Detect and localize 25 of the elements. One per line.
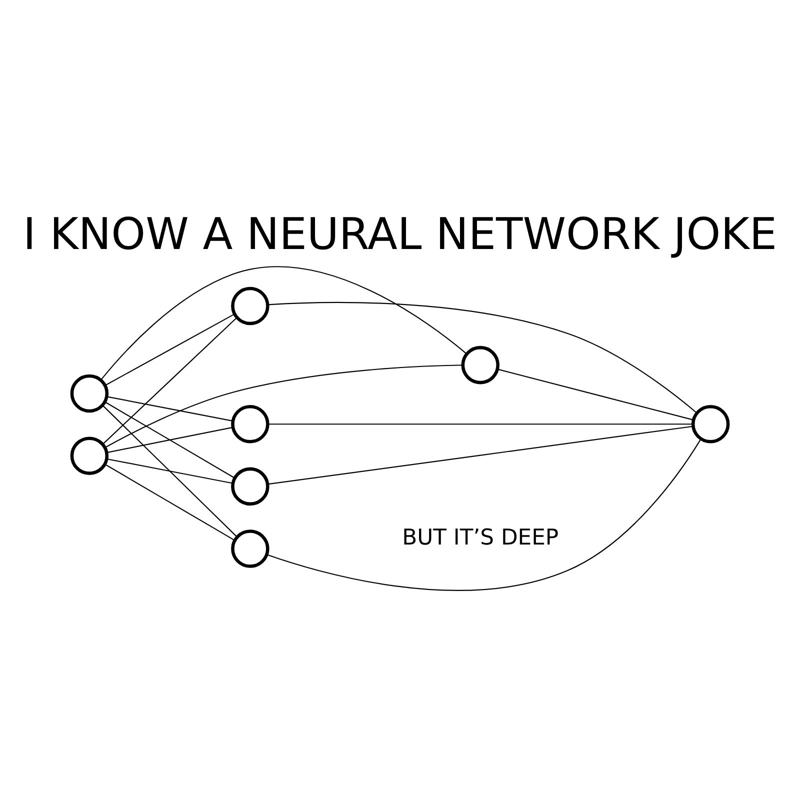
connector (266, 438, 702, 591)
node-circle (70, 374, 109, 413)
connector (104, 464, 235, 541)
connector (100, 266, 467, 380)
connector (106, 458, 233, 484)
connector (102, 405, 238, 538)
node-circle (461, 346, 500, 384)
connector (106, 426, 233, 454)
connector (104, 401, 235, 478)
diagram-title: I KNOW A NEURAL NETWORK JOKE (22, 208, 778, 260)
connector (106, 396, 233, 422)
connector (102, 317, 238, 444)
connector (268, 424, 693, 425)
connector (268, 426, 693, 485)
node-circle (691, 404, 730, 444)
connector (104, 314, 235, 386)
node-circle (231, 286, 270, 326)
connector (268, 302, 698, 414)
node-circle (231, 530, 270, 568)
node-circle (70, 436, 109, 475)
connector (497, 368, 694, 420)
connector (104, 364, 463, 448)
caption: BUT IT’S DEEP (402, 525, 559, 550)
node-circle (231, 467, 270, 506)
node-circle (231, 404, 270, 444)
